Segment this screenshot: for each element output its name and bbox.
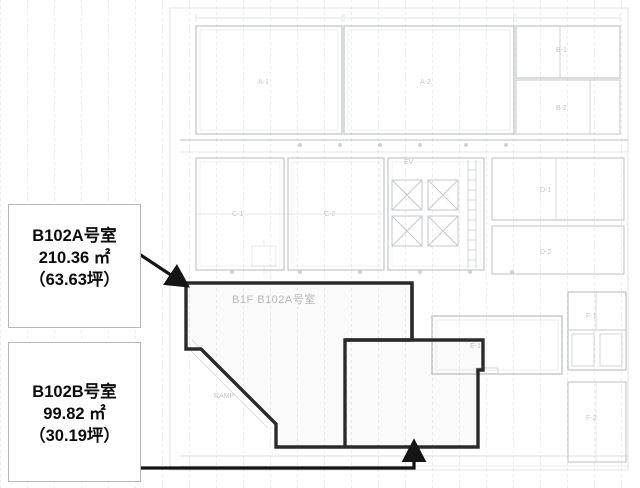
svg-text:E-1: E-1 bbox=[470, 343, 481, 350]
room-area-tsubo-b102b: （30.19坪） bbox=[29, 426, 120, 445]
svg-text:B-2: B-2 bbox=[556, 105, 567, 112]
svg-text:F-1: F-1 bbox=[586, 313, 597, 320]
room-label-b102a: B102A号室 bbox=[32, 227, 117, 246]
room-area-sqm-b102a: 210.36 ㎡ bbox=[38, 249, 111, 268]
room-area-tsubo-b102a: （63.63坪） bbox=[29, 270, 120, 289]
svg-text:B-1: B-1 bbox=[556, 47, 567, 54]
svg-text:A-1: A-1 bbox=[258, 79, 269, 86]
svg-text:C-1: C-1 bbox=[232, 211, 243, 218]
callout-box-b102b: B102B号室 99.82 ㎡ （30.19坪） bbox=[8, 342, 141, 482]
svg-text:RAMP: RAMP bbox=[214, 393, 235, 400]
svg-text:D-1: D-1 bbox=[540, 187, 551, 194]
svg-text:C-2: C-2 bbox=[324, 211, 335, 218]
room-label-b102b: B102B号室 bbox=[32, 383, 117, 402]
unit-interior-caption: B1F B102A号室 bbox=[232, 294, 316, 306]
svg-text:EV: EV bbox=[404, 159, 414, 166]
svg-text:A-2: A-2 bbox=[420, 79, 431, 86]
svg-text:F-2: F-2 bbox=[586, 415, 597, 422]
callout-box-b102a: B102A号室 210.36 ㎡ （63.63坪） bbox=[8, 204, 141, 328]
room-area-sqm-b102b: 99.82 ㎡ bbox=[43, 405, 106, 424]
svg-text:D-2: D-2 bbox=[540, 249, 551, 256]
